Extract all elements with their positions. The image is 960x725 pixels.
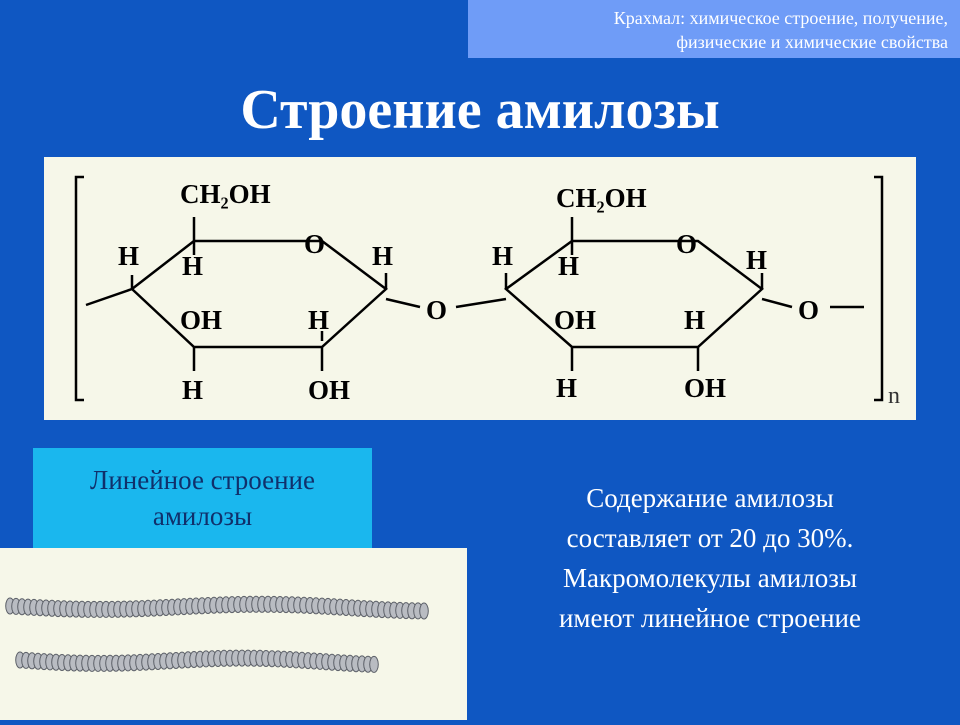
bridge-to-ring2-bond (455, 297, 507, 309)
caption-line-1: Линейное строение (90, 465, 315, 495)
ring1-h-left-label: H (118, 241, 139, 271)
ring2-ring-oxygen-label: O (676, 229, 697, 259)
ring1-ch2oh-label: CH₂OH (180, 179, 271, 209)
description-line-2: составляет от 20 до 30%. (566, 523, 854, 553)
slide-title: Строение амилозы (240, 79, 720, 141)
repeat-index-label: n (888, 383, 900, 409)
ring2-h-left-label: H (492, 241, 513, 271)
ring1-h-inner-label: H (308, 305, 329, 335)
ring1-to-bridge-bond (385, 297, 421, 309)
description-line-3: Макромолекулы амилозы (563, 563, 857, 593)
amylose-chain-upper (5, 595, 429, 620)
presentation-title-line-2: физические и химические свойства (676, 32, 948, 52)
chain-end-oxygen-label: O (798, 295, 819, 325)
ring1-h-top-label: H (182, 251, 203, 281)
amylose-structure-svg: CH₂OH O H H H OH H H OH O CH₂OH O H H H … (74, 175, 900, 409)
glucose-bead (419, 602, 429, 620)
ring2-ch2oh-label: CH₂OH (556, 183, 647, 213)
linear-structure-caption: Линейное строение амилозы (33, 448, 372, 548)
right-bracket (874, 175, 884, 402)
glucose-ring-2 (504, 239, 764, 349)
caption-line-2: амилозы (152, 501, 253, 531)
ring2-to-o-bond (761, 297, 793, 309)
ring1-oh-inner-label: OH (180, 305, 222, 335)
ring2-oh-inner-label: OH (554, 305, 596, 335)
ring1-chain-bond (85, 287, 133, 307)
ring1-h-bottom-label: H (182, 375, 203, 405)
glycosidic-oxygen-label: O (426, 295, 447, 325)
presentation-title: Крахмал: химическое строение, получение,… (614, 6, 948, 54)
ring2-h-inner-label: H (684, 305, 705, 335)
description-line-4: имеют линейное строение (558, 603, 861, 633)
left-bracket (74, 175, 84, 402)
amylose-structure-diagram: CH₂OH O H H H OH H H OH O CH₂OH O H H H … (44, 157, 916, 420)
ring1-h-right-label: H (372, 241, 393, 271)
structure-labels: CH₂OH O H H H OH H H OH O CH₂OH O H H H … (118, 179, 900, 409)
amylose-description: Содержание амилозы составляет от 20 до 3… (480, 478, 940, 638)
description-line-1: Содержание амилозы (586, 483, 834, 513)
amylose-chain-image (0, 548, 467, 720)
amylose-chain-lower (15, 649, 379, 673)
ring1-oh-bottom-label: OH (308, 375, 350, 405)
ring2-h-right-label: H (746, 245, 767, 275)
ring1-ring-oxygen-label: O (304, 229, 325, 259)
ring2-h-bottom-label: H (556, 373, 577, 403)
presentation-title-line-1: Крахмал: химическое строение, получение, (613, 8, 948, 28)
presentation-header: Крахмал: химическое строение, получение,… (468, 0, 960, 58)
glucose-bead (369, 655, 379, 673)
ring2-h-top-label: H (558, 251, 579, 281)
ring2-oh-bottom-label: OH (684, 373, 726, 403)
structure-bonds (74, 175, 884, 402)
glucose-ring-1 (130, 239, 388, 349)
amylose-chain-svg (5, 595, 429, 673)
